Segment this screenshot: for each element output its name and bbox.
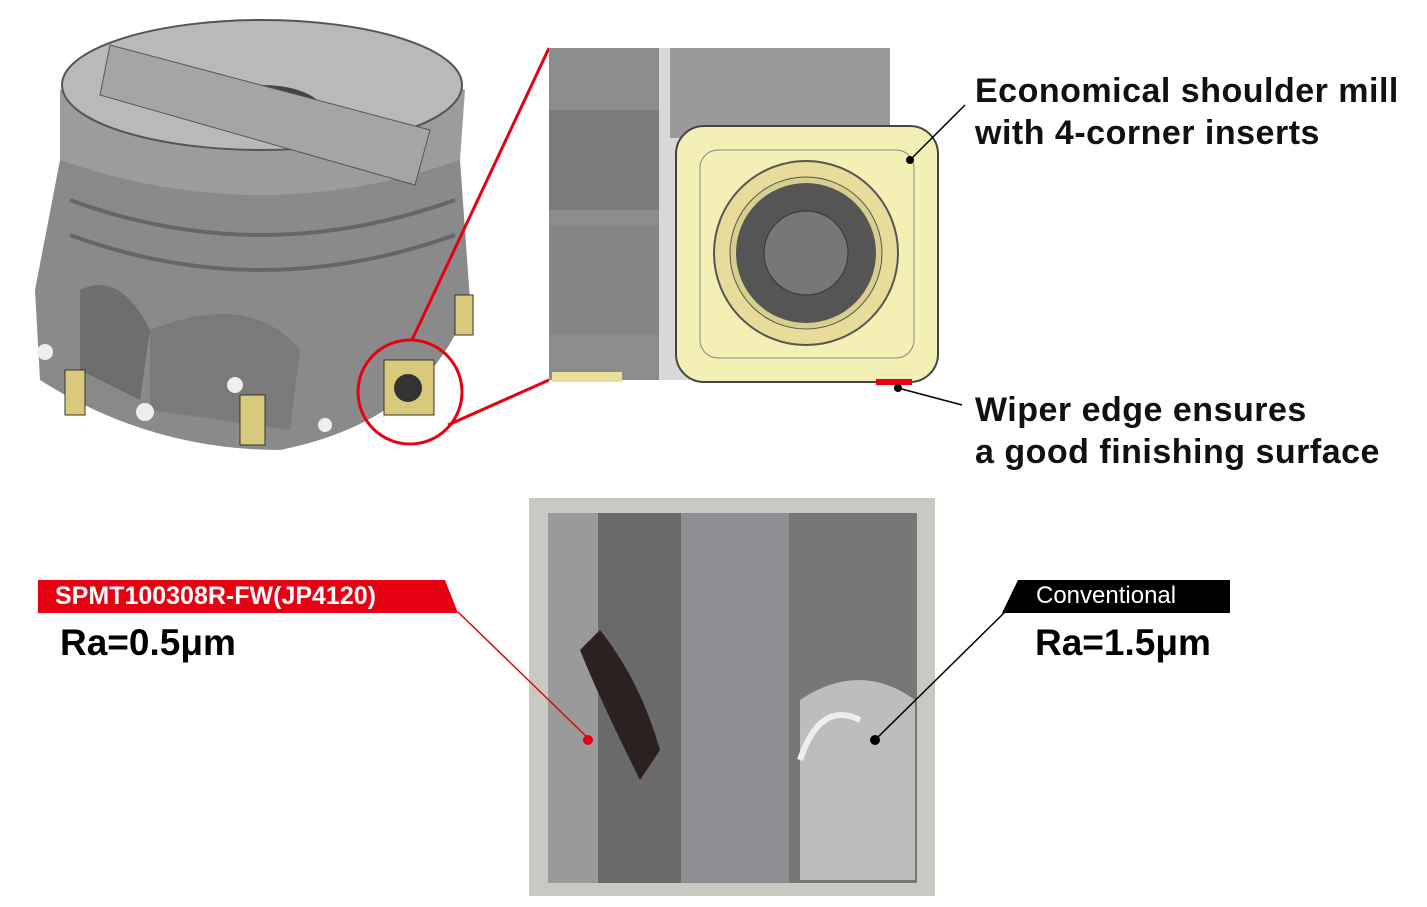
left-insert-tag: SPMT100308R-FW(JP4120) [55,582,376,610]
wiper-edge-callout: Wiper edge ensures a good finishing surf… [975,389,1380,473]
shoulder-mill-callout: Economical shoulder mill with 4-corner i… [975,70,1399,154]
callout-line: Economical shoulder mill [975,72,1399,110]
right-roughness: Ra=1.5μm [1035,622,1211,663]
callout-line: with 4-corner inserts [975,114,1320,152]
right-tag-bg [1002,580,1230,613]
callout-line: a good finishing surface [975,433,1380,471]
left-tag-bg [38,580,458,613]
callout-line: Wiper edge ensures [975,391,1307,429]
milling-cutter-image [35,19,474,450]
right-insert-tag: Conventional [1036,582,1177,609]
workpiece-photo [529,498,935,896]
zoom-line-top [410,47,551,341]
left-roughness: Ra=0.5μm [60,622,236,663]
zoom-circle [356,338,464,446]
zoom-line-bottom [447,378,550,427]
insert-closeup-image [549,48,939,385]
